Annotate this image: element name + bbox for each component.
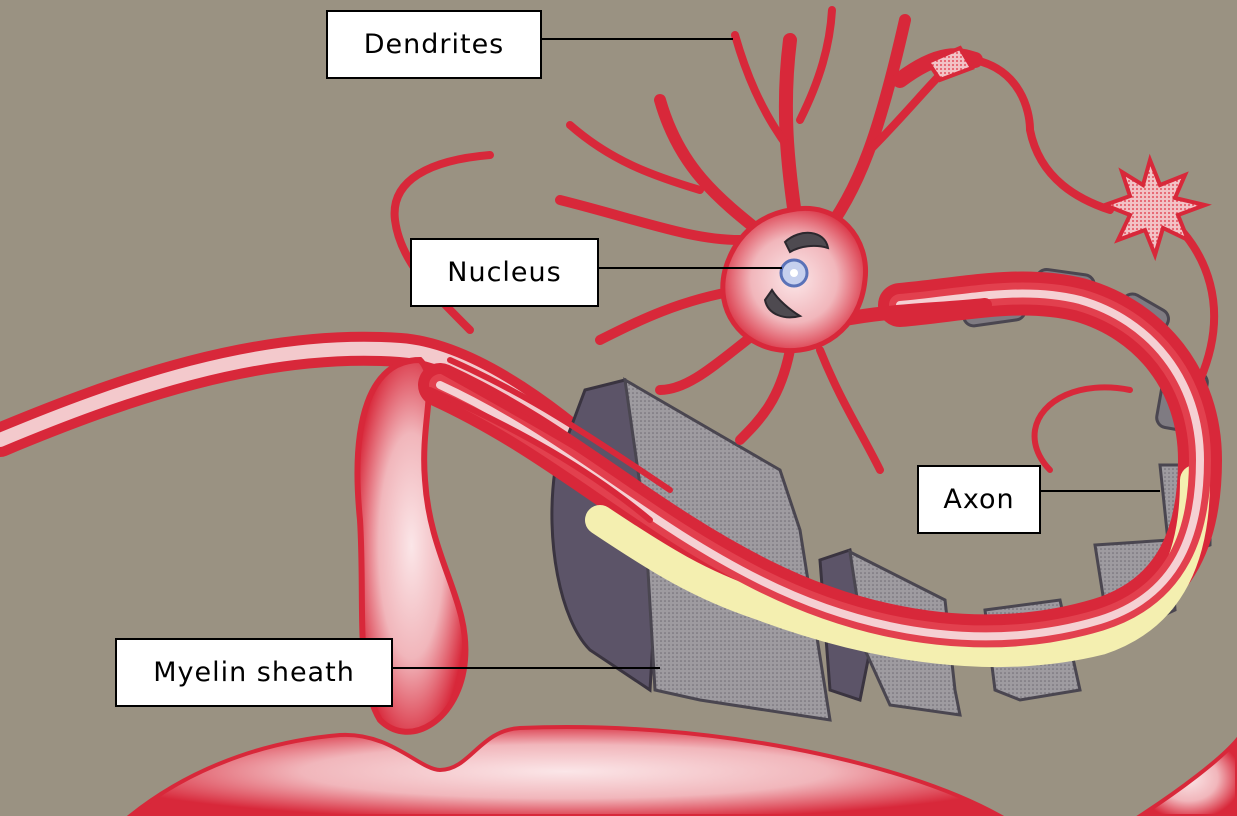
lower-cell-body bbox=[130, 727, 1000, 816]
label-myelin-sheath: Myelin sheath bbox=[115, 638, 393, 707]
label-axon: Axon bbox=[917, 465, 1041, 534]
lower-right-cell bbox=[1140, 740, 1237, 816]
label-dendrites: Dendrites bbox=[326, 10, 542, 79]
label-nucleus: Nucleus bbox=[410, 238, 599, 307]
star-neuron bbox=[1105, 160, 1205, 255]
